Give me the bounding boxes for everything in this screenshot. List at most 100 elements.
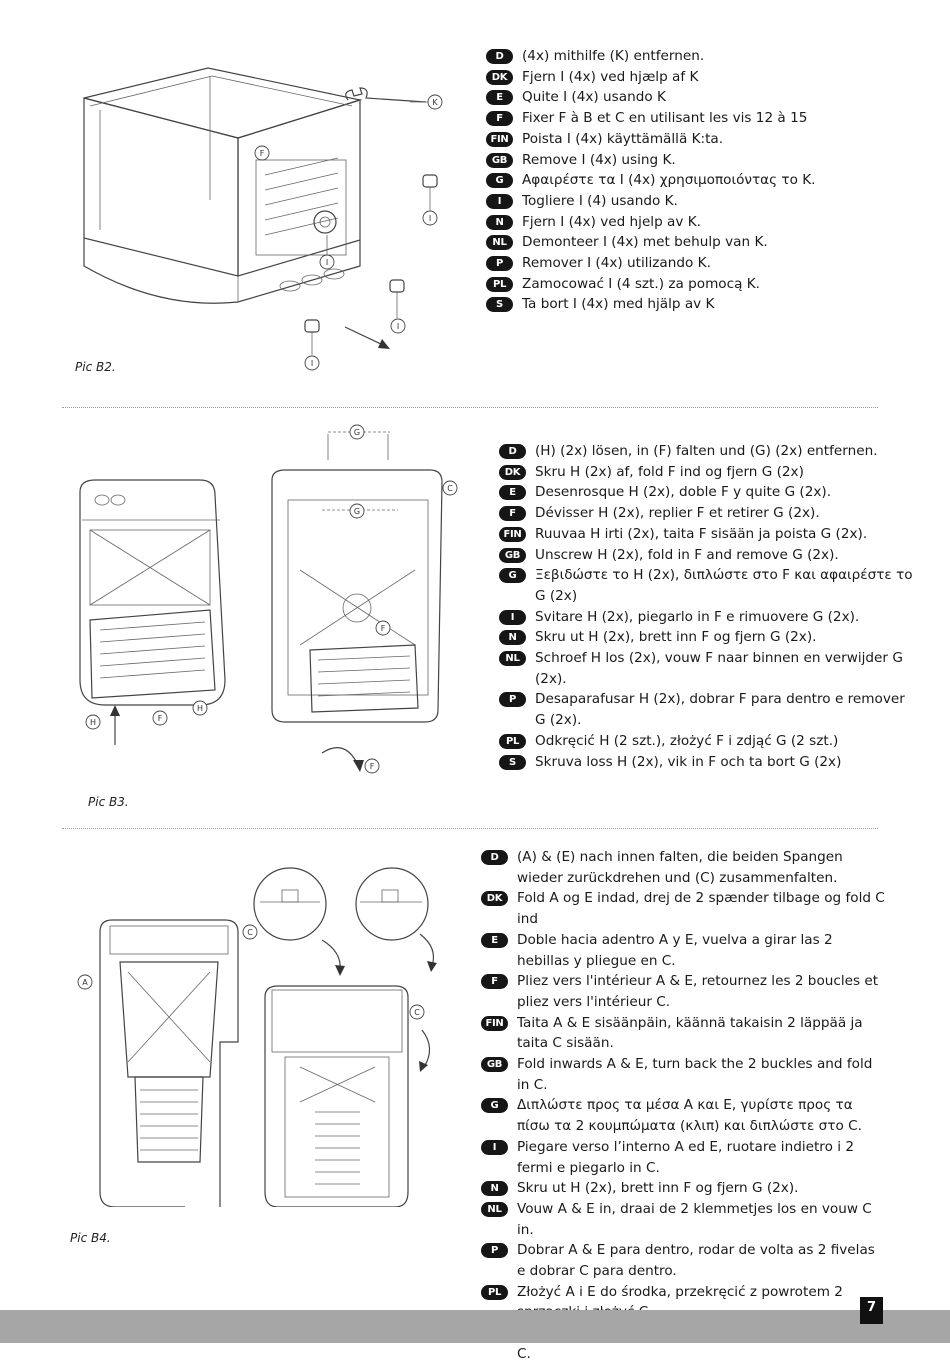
instruction-text: Vouw A & E in, draai de 2 klemmetjes los… bbox=[517, 1200, 872, 1238]
instruction-item: P Dobrar A & E para dentro, rodar de volt… bbox=[481, 1240, 886, 1281]
instruction-item: GB Unscrew H (2x), fold in F and remove G… bbox=[499, 545, 919, 566]
lang-badge: PL bbox=[486, 276, 513, 292]
lang-badge: I bbox=[499, 609, 526, 625]
instruction-item: G Διπλώστε προς τα μέσα A και E, γυρίστε … bbox=[481, 1095, 886, 1136]
instruction-item: F Fixer F à B et C en utilisant les vis 1… bbox=[486, 108, 906, 129]
lang-badge: P bbox=[499, 692, 526, 708]
callout-label: I bbox=[326, 258, 328, 267]
callout-label: I bbox=[311, 359, 313, 368]
pic-label-b2: Pic B2. bbox=[75, 360, 116, 374]
callout-label: I bbox=[397, 322, 399, 331]
instruction-item: NL Schroef H los (2x), vouw F naar binnen… bbox=[499, 648, 919, 689]
instruction-text: Διπλώστε προς τα μέσα A και E, γυρίστε π… bbox=[517, 1097, 862, 1135]
callout-label: H bbox=[197, 704, 203, 713]
instruction-item: D (H) (2x) lösen, in (F) falten und (G) (… bbox=[499, 441, 919, 462]
lang-badge: E bbox=[481, 932, 508, 948]
callout-label: C bbox=[247, 928, 253, 937]
instruction-text: (H) (2x) lösen, in (F) falten und (G) (2… bbox=[535, 443, 878, 459]
instruction-text: Ξεβιδώστε το H (2x), διπλώστε στο F και … bbox=[535, 567, 913, 604]
instruction-text: Skru H (2x) af, fold F ind og fjern G (2… bbox=[535, 463, 804, 480]
instruction-text: Fold inwards A & E, turn back the 2 buck… bbox=[517, 1056, 873, 1093]
lang-badge: DK bbox=[499, 464, 526, 480]
lang-badge: DK bbox=[486, 69, 513, 85]
instruction-item: NL Demonteer I (4x) met behulp van K. bbox=[486, 232, 906, 253]
lang-badge: P bbox=[486, 256, 513, 272]
instruction-text: Quite I (4x) usando K bbox=[522, 89, 666, 106]
instruction-text: Skru ut H (2x), brett inn F og fjern G (… bbox=[535, 629, 817, 646]
instruction-item: P Remover I (4x) utilizando K. bbox=[486, 253, 906, 274]
instructions-b4: D(A) & (E) nach innen falten, die beiden… bbox=[481, 847, 886, 1365]
figure-b3: H F H G G C F F bbox=[60, 420, 480, 780]
instruction-item: S Ta bort I (4x) med hjälp av K bbox=[486, 294, 906, 315]
lang-badge: I bbox=[486, 193, 513, 209]
page-number: 7 bbox=[860, 1297, 883, 1324]
instruction-text: Fixer F à B et C en utilisant les vis 12… bbox=[522, 110, 808, 127]
pic-label-b3: Pic B3. bbox=[88, 795, 129, 809]
footer-bar bbox=[0, 1310, 950, 1343]
lang-badge: S bbox=[486, 297, 513, 313]
callout-label: G bbox=[354, 507, 360, 516]
instruction-text: Svitare H (2x), piegarlo in F e rimuover… bbox=[535, 608, 860, 625]
instruction-text: Dobrar A & E para dentro, rodar de volta… bbox=[517, 1242, 875, 1280]
callout-label: A bbox=[82, 978, 88, 987]
instruction-text: Skruva loss H (2x), vik in F och ta bort… bbox=[535, 753, 842, 770]
callout-label: K bbox=[432, 98, 438, 107]
instruction-text: Taita A & E sisäänpäin, käännä takaisin … bbox=[517, 1014, 863, 1052]
lang-badge: D bbox=[499, 444, 526, 459]
instruction-item: D(4x) mithilfe (K) entfernen. bbox=[486, 46, 906, 67]
lang-badge: G bbox=[481, 1098, 508, 1114]
instruction-text: Unscrew H (2x), fold in F and remove G (… bbox=[535, 546, 839, 563]
instruction-item: FIN Poista I (4x) käyttämällä K:ta. bbox=[486, 129, 906, 150]
instruction-text: Remover I (4x) utilizando K. bbox=[522, 255, 711, 272]
callout-label: F bbox=[260, 149, 265, 158]
lang-badge: F bbox=[481, 974, 508, 990]
lang-badge: E bbox=[486, 90, 513, 106]
instruction-text: Poista I (4x) käyttämällä K:ta. bbox=[522, 130, 724, 147]
callout-label: I bbox=[429, 214, 431, 223]
callout-label: F bbox=[370, 762, 375, 771]
pic-label-b4: Pic B4. bbox=[70, 1231, 111, 1245]
lang-badge: NL bbox=[499, 651, 526, 667]
callout-label: F bbox=[381, 624, 386, 633]
instruction-text: (A) & (E) nach innen falten, die beiden … bbox=[517, 849, 843, 886]
figure-b4: A C C bbox=[60, 862, 480, 1207]
instruction-text: Odkręcić H (2 szt.), złożyć F i zdjąć G … bbox=[535, 732, 839, 749]
lang-badge: F bbox=[486, 111, 513, 127]
instruction-text: Doble hacia adentro A y E, vuelva a gira… bbox=[517, 931, 833, 969]
lang-badge: NL bbox=[486, 235, 513, 251]
lang-badge: GB bbox=[499, 547, 526, 563]
instruction-text: Demonteer I (4x) met behulp van K. bbox=[522, 234, 768, 251]
instruction-text: Fjern I (4x) ved hjelp av K. bbox=[522, 213, 701, 230]
instruction-text: Piegare verso l’interno A ed E, ruotare … bbox=[517, 1138, 854, 1176]
lang-badge: FIN bbox=[486, 131, 513, 147]
instruction-text: Ta bort I (4x) med hjälp av K bbox=[522, 296, 715, 313]
lang-badge: G bbox=[486, 173, 513, 189]
instruction-text: Schroef H los (2x), vouw F naar binnen e… bbox=[535, 650, 903, 687]
lang-badge: P bbox=[481, 1243, 508, 1259]
instruction-text: Fjern I (4x) ved hjælp af K bbox=[522, 68, 699, 85]
instructions-b2: D(4x) mithilfe (K) entfernen. DK Fjern I … bbox=[486, 46, 906, 315]
instruction-text: Remove I (4x) using K. bbox=[522, 151, 676, 168]
lang-badge: PL bbox=[481, 1284, 508, 1300]
section-separator bbox=[62, 407, 878, 408]
instruction-text: Skru ut H (2x), brett inn F og fjern G (… bbox=[517, 1180, 799, 1197]
instruction-text: Dévisser H (2x), replier F et retirer G … bbox=[535, 505, 820, 522]
callout-label: C bbox=[447, 484, 453, 493]
instruction-item: D(A) & (E) nach innen falten, die beiden… bbox=[481, 847, 886, 888]
lang-badge: N bbox=[481, 1181, 508, 1197]
